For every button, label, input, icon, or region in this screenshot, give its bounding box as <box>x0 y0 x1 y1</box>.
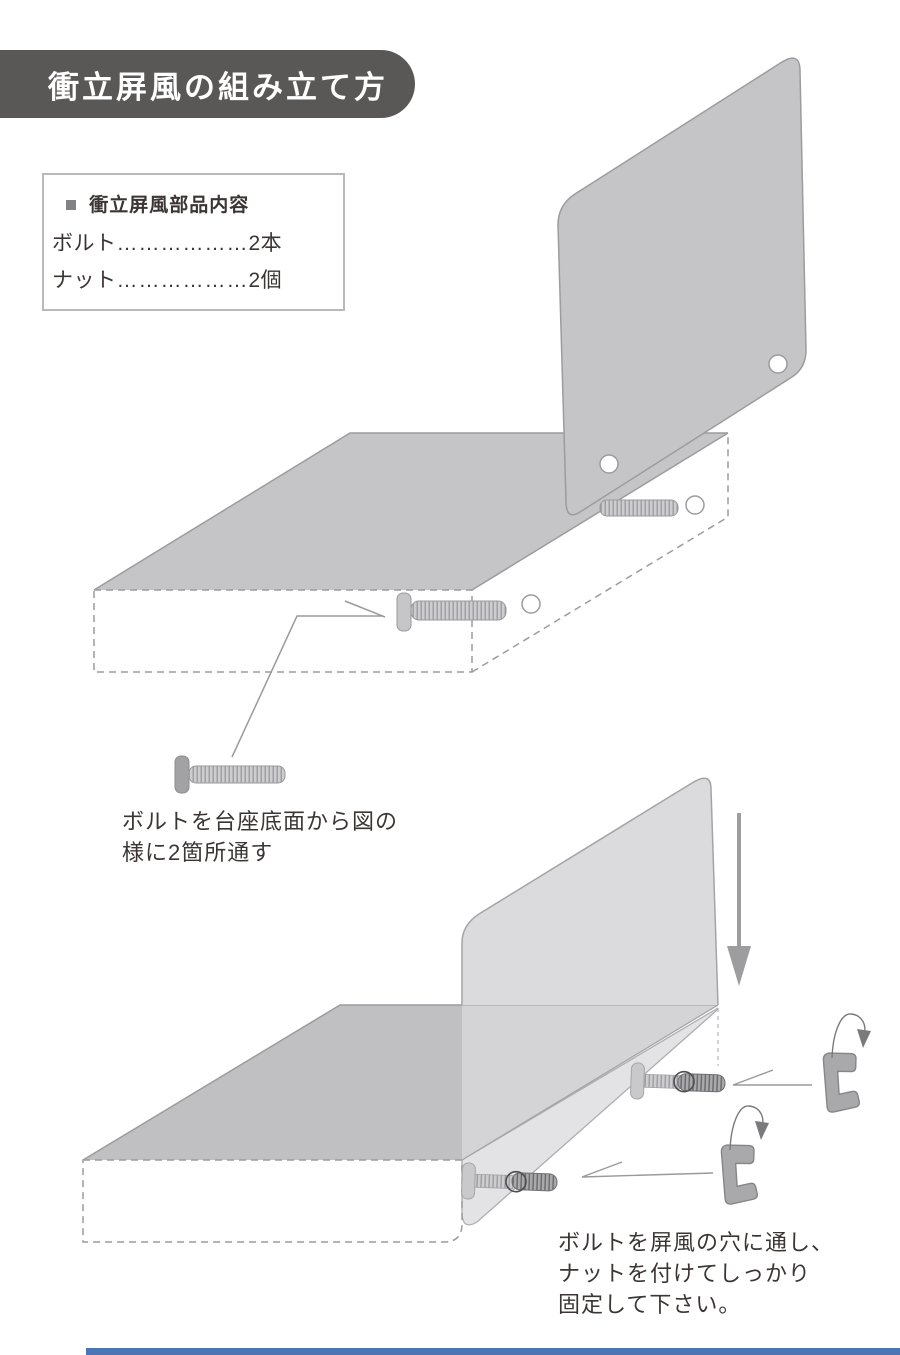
part-row-nut: ナット………………2個 <box>52 264 282 294</box>
base-top-face <box>82 1004 462 1161</box>
part-qty: 2本 <box>248 232 283 255</box>
parts-heading: 衝立屏風部品内容 <box>66 190 249 217</box>
parts-list-box: 衝立屏風部品内容 ボルト………………2本 ナット………………2個 <box>42 173 345 311</box>
section-title-badge: 衝立屏風の組み立て方 <box>0 50 415 118</box>
dot-leader: ……………… <box>116 232 249 255</box>
bottom-accent-bar <box>86 1348 900 1355</box>
nut-icon-lower <box>720 1144 758 1205</box>
panel-buried-part <box>461 1007 719 1226</box>
bolt-front-icon <box>396 592 507 632</box>
step2-caption: ボルトを屏風の穴に通し、 ナットを付けてしっかり 固定して下さい。 <box>558 1227 834 1320</box>
bolt-rear-icon <box>599 499 679 517</box>
nut-icon-upper <box>822 1052 860 1113</box>
section-title: 衝立屏風の組み立て方 <box>48 69 388 105</box>
rotate-arrow-icon-lower <box>729 1105 769 1151</box>
screen-panel <box>557 57 807 516</box>
step1-caption: ボルトを台座底面から図の 様に2箇所通す <box>122 806 398 868</box>
part-row-bolt: ボルト………………2本 <box>52 227 282 257</box>
step1-illustration <box>93 57 807 794</box>
bolt-upper-icon <box>630 1062 726 1100</box>
panel-hole <box>768 354 788 374</box>
step2-caption-line3: 固定して下さい。 <box>558 1292 742 1317</box>
leader-arrow <box>231 600 386 758</box>
bolt-icon <box>174 755 286 794</box>
base-hole <box>521 594 541 614</box>
step2-caption-line1: ボルトを屏風の穴に通し、 <box>558 1230 835 1255</box>
dot-leader: ……………… <box>116 269 249 292</box>
step1-caption-line2: 様に2箇所通す <box>122 840 274 865</box>
leader-arrow <box>581 1069 812 1178</box>
part-name: ナット <box>52 269 117 292</box>
screen-panel-translucent <box>461 777 719 1066</box>
step1-caption-line1: ボルトを台座底面から図の <box>122 809 399 834</box>
base-hole <box>685 495 705 515</box>
square-bullet-icon <box>66 200 76 210</box>
panel-hole <box>599 454 619 474</box>
base-front-face-dashed <box>82 1159 463 1243</box>
step2-caption-line2: ナットを付けてしっかり <box>558 1261 812 1286</box>
base-front-face-dashed <box>93 433 729 673</box>
bolt-lower-icon <box>461 1162 558 1200</box>
parts-heading-label: 衝立屏風部品内容 <box>89 195 250 216</box>
step2-illustration <box>82 777 871 1243</box>
part-name: ボルト <box>52 232 117 255</box>
rotate-arrow-icon-upper <box>831 1013 871 1059</box>
part-qty: 2個 <box>248 269 283 292</box>
insert-down-arrow-icon <box>727 813 751 986</box>
